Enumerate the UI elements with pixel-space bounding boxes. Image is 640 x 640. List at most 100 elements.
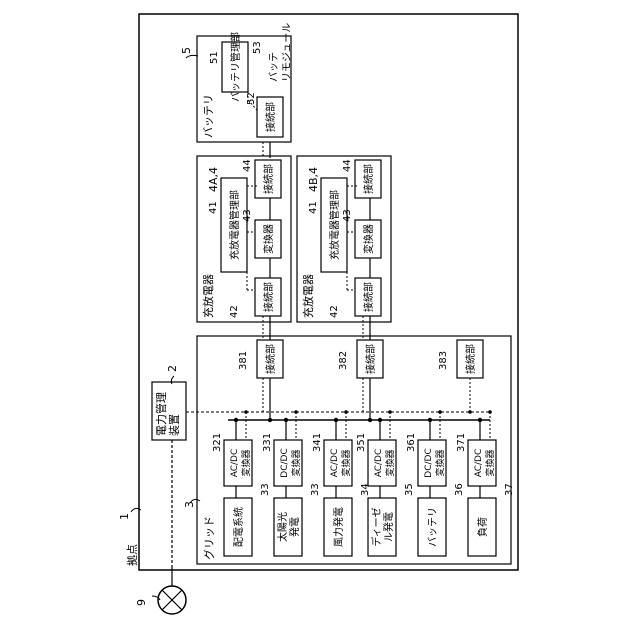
- connector-junction: [468, 410, 472, 414]
- signal-junction: [294, 410, 298, 414]
- power-manager-ref: 2: [166, 365, 179, 372]
- source-label: 負荷: [477, 517, 489, 537]
- source-label: ディーゼ: [370, 507, 383, 546]
- grid-source-row: 太陽光発電33DC/DC変換器331: [262, 410, 321, 556]
- bus-junction: [428, 418, 432, 422]
- signal-junction: [344, 410, 348, 414]
- charger-manager-ref: 41: [308, 201, 319, 214]
- converter-ref: 321: [212, 433, 223, 452]
- converter-ref: 361: [406, 433, 417, 452]
- converter-label-cont: 変換器: [384, 449, 396, 476]
- converter-label-cont: 変換器: [434, 449, 446, 476]
- battery-ref: 5: [180, 47, 193, 54]
- charger-converter-label: 変換器: [262, 224, 275, 254]
- source-ref: 36: [454, 483, 465, 496]
- grid-connector: 接続部 381: [238, 340, 283, 422]
- charger-out-connector-label: 接続部: [362, 164, 375, 194]
- converter-ref: 341: [312, 433, 323, 452]
- external-node: [158, 586, 186, 614]
- signal-junction: [438, 410, 442, 414]
- charger-manager-label: 充放電器管理部: [228, 190, 241, 260]
- signal-junction: [244, 410, 248, 414]
- site-label: 拠点: [126, 544, 139, 566]
- converter-label-cont: 変換器: [240, 449, 252, 476]
- converter-label-cont: 変換器: [484, 449, 496, 476]
- grid-source-row: バッテリ 36 DC/DC変換器 361: [406, 410, 465, 556]
- node-ref: 9: [135, 599, 148, 606]
- charger-in-connector-label: 接続部: [362, 282, 375, 312]
- battery-connector-label: 接続部: [264, 102, 277, 132]
- charger-out-connector-ref: 44: [342, 159, 353, 172]
- charger-title: 充放電器: [201, 274, 215, 318]
- source-label-cont: ル発電: [382, 512, 395, 542]
- grid-connector-label: 接続部: [264, 344, 277, 374]
- source-label: 太陽光: [276, 512, 289, 542]
- battery-module-ref: 53: [252, 41, 263, 54]
- grid-connectors: 接続部 381 接続部 382 接続部 383: [238, 340, 483, 422]
- grid-connector: 接続部 382: [338, 340, 383, 422]
- grid-source-row: 風力発電 34 AC/DC変換器 341: [312, 410, 371, 556]
- signal-junction: [388, 410, 392, 414]
- connector-junction: [368, 418, 372, 422]
- converter-label-cont: 変換器: [340, 449, 352, 476]
- charger-out-connector-label: 接続部: [262, 164, 275, 194]
- power-manager-label: 電力管理装置: [154, 392, 181, 436]
- source-label: 配電系統: [232, 507, 245, 547]
- battery-ref-leader: [186, 55, 198, 58]
- bus-junction: [334, 418, 338, 422]
- source-label-cont: 発電: [288, 517, 301, 537]
- chargers: 充放電器4A,4充放電器管理部41変換器43接続部44接続部42充放電器4B,4…: [197, 156, 391, 340]
- converter-label: AC/DC: [374, 449, 384, 478]
- converter-label: AC/DC: [474, 449, 484, 478]
- grid-connector-label: 接続部: [364, 344, 377, 374]
- grid-connector-label: 接続部: [464, 344, 477, 374]
- grid-connector: 接続部 383: [438, 340, 483, 414]
- charger-manager-label: 充放電器管理部: [328, 190, 341, 260]
- battery-module-label: バッテリモジュール: [268, 23, 293, 82]
- grid-connector-ref: 381: [238, 351, 249, 370]
- charger-converter-label: 変換器: [362, 224, 375, 254]
- source-ref: 34: [360, 483, 371, 496]
- battery-title: バッテリ: [202, 94, 215, 138]
- charger-out-connector-ref: 44: [242, 159, 253, 172]
- bus-junction: [478, 418, 482, 422]
- grid-connector-ref: 382: [338, 351, 349, 370]
- grid-connector-ref: 383: [438, 351, 449, 370]
- bus-junction: [234, 418, 238, 422]
- charger-in-connector-ref: 42: [229, 305, 240, 318]
- charger-unit: 充放電器4B,4充放電器管理部41変換器43接続部44接続部42: [297, 156, 391, 340]
- charger-ref: 4B,4: [307, 167, 320, 192]
- charger-manager-ref: 41: [208, 201, 219, 214]
- bus-junction: [284, 418, 288, 422]
- charger-title: 充放電器: [301, 274, 315, 318]
- site-ref: 1: [118, 513, 131, 520]
- signal-junction: [488, 410, 492, 414]
- source-ref: 33: [310, 483, 321, 496]
- converter-ref: 351: [356, 433, 367, 452]
- grid-label: グリッド: [202, 516, 216, 560]
- charger-in-connector-label: 接続部: [262, 282, 275, 312]
- source-ref: 37: [504, 483, 515, 496]
- charger-unit: 充放電器4A,4充放電器管理部41変換器43接続部44接続部42: [197, 156, 291, 340]
- charger-converter-ref: 43: [242, 209, 253, 222]
- bus-junction: [378, 418, 382, 422]
- connector-junction: [268, 418, 272, 422]
- battery-unit: バッテリ 5 バッテリ管理部 51 接続部 52 バッテリモジュール 53: [180, 23, 293, 142]
- source-label: 風力発電: [332, 507, 345, 547]
- converter-label: AC/DC: [230, 449, 240, 478]
- grid-ref: 3: [183, 501, 196, 508]
- converter-ref: 371: [456, 433, 467, 452]
- converter-label: DC/DC: [424, 448, 434, 477]
- grid-source-row: ディーゼル発電 35 AC/DC変換器 351: [356, 410, 415, 556]
- grid-source-row: 負荷 37 AC/DC変換器 371: [456, 410, 515, 556]
- source-ref: 35: [404, 483, 415, 496]
- converter-label: AC/DC: [330, 449, 340, 478]
- source-label: バッテリ: [427, 507, 439, 547]
- charger-converter-ref: 43: [342, 209, 353, 222]
- battery-manager-ref: 51: [209, 51, 220, 64]
- pm-ref-leader: [171, 376, 174, 384]
- grid-source-row: 配電系統33AC/DC変換器321: [212, 410, 271, 556]
- battery-connector-ref: 52: [246, 92, 257, 105]
- converter-ref: 331: [262, 433, 273, 452]
